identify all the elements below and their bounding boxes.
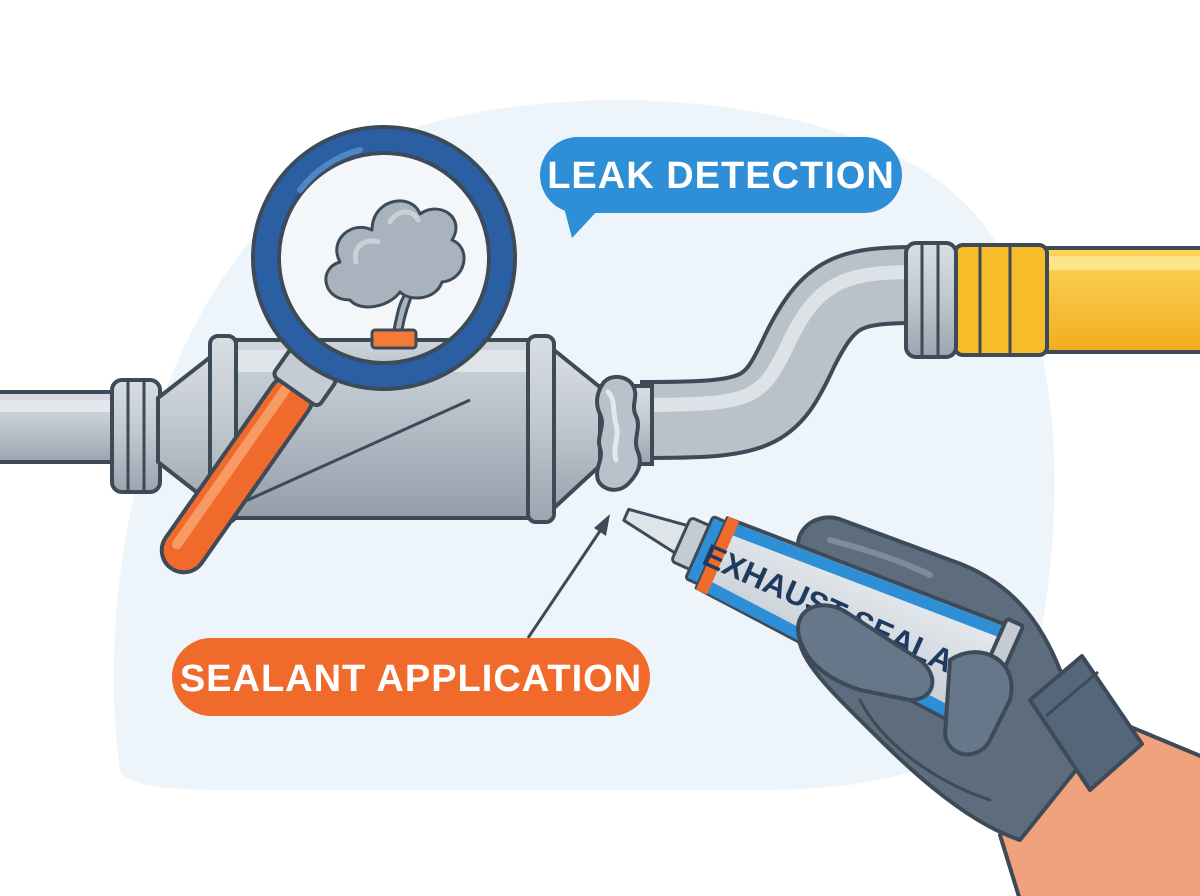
flex-pipe xyxy=(948,243,1200,357)
sealant-application-label: SEALANT APPLICATION xyxy=(180,658,642,700)
sealant-application-badge: SEALANT APPLICATION xyxy=(172,638,650,716)
leak-detection-badge: LEAK DETECTION xyxy=(540,137,902,238)
bent-exhaust-pipe xyxy=(633,245,927,460)
leak-detection-label: LEAK DETECTION xyxy=(547,155,895,197)
gloved-hand-icon: EXHAUST SEALANT xyxy=(622,507,1144,842)
glove-cuff xyxy=(1028,654,1144,792)
sealant-arrow xyxy=(526,514,610,639)
pipe-clamp-left xyxy=(110,378,162,494)
pipe-clamp-right xyxy=(904,241,958,359)
glove-thumb xyxy=(796,603,935,702)
smoke-cloud-icon xyxy=(324,199,466,332)
magnifying-glass-icon xyxy=(159,125,517,575)
glove-fingers xyxy=(943,650,1014,757)
